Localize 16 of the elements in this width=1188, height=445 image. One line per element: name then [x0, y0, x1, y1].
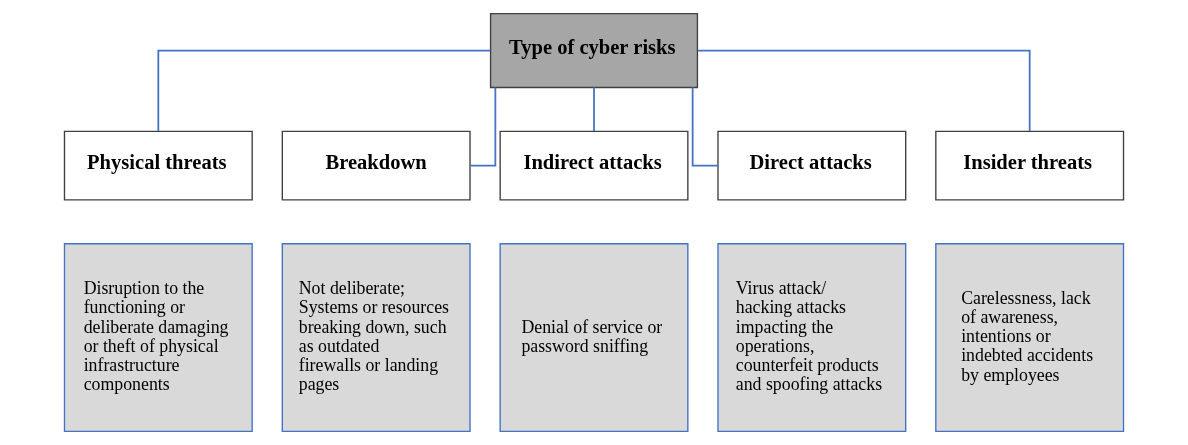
node-box: Insider threats — [935, 130, 1125, 201]
node-box: Indirect attacks — [499, 130, 689, 201]
node-box: Disruption to the functioning or deliberate damaging or theft of physical infrastructure components — [63, 243, 253, 433]
connector — [469, 86, 497, 167]
connector — [593, 86, 595, 132]
node-box: Type of cyber risks — [489, 12, 699, 89]
node-box: Denial of service or password sniffing — [499, 243, 689, 433]
node-box: Virus attack/ hacking attacks impacting the operations, counterfeit products and spoofing attacks — [717, 243, 907, 433]
node-box: Direct attacks — [717, 130, 907, 201]
node-box: Carelessness, lack of awareness, intentions or indebted accidents by employees — [935, 243, 1125, 433]
node-box: Breakdown — [281, 130, 471, 201]
node-box: Not deliberate; Systems or resources breaking down, such as outdated firewalls or landing pages — [281, 243, 471, 433]
connector — [157, 49, 492, 132]
node-box: Physical threats — [63, 130, 253, 201]
connector — [696, 49, 1031, 132]
connector — [691, 86, 719, 167]
